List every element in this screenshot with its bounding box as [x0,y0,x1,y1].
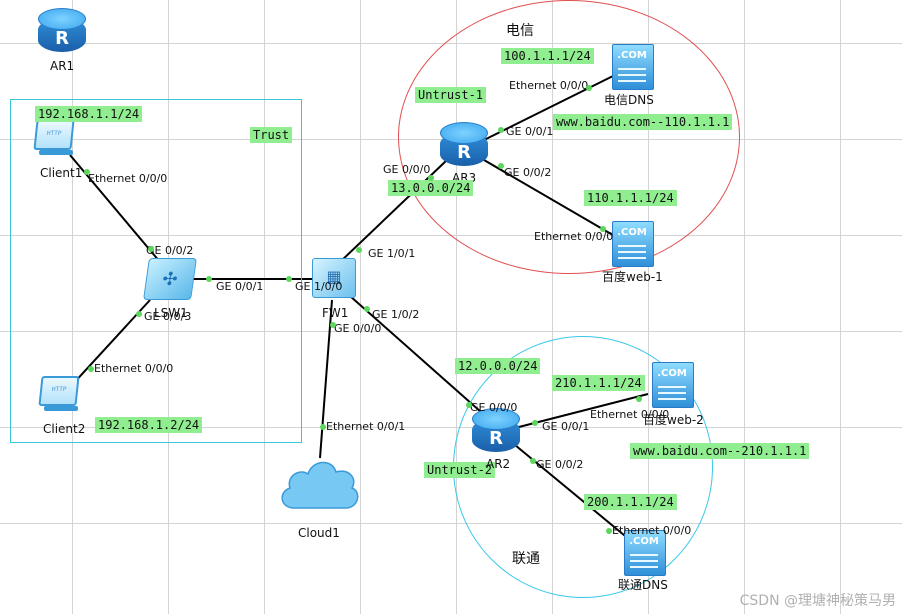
port-dns-unicom-eth: Ethernet 0/0/0 [612,524,692,537]
port-dot [600,226,606,232]
baidu-unicom-tag: www.baidu.com--210.1.1.1 [630,443,810,459]
port-web2-eth: Ethernet 0/0/0 [590,408,670,421]
unicom-zone-title: 联通 [512,551,540,567]
web2-server-icon[interactable]: .COM [652,362,694,408]
port-dot [136,311,142,317]
port-client1-eth: Ethernet 0/0/0 [88,172,168,185]
port-dot [532,420,538,426]
dns-telecom-label: 电信DNS [604,93,654,107]
port-fw-ge000: GE 0/0/0 [334,322,382,335]
cloud1-label: Cloud1 [298,526,340,540]
watermark: CSDN @理塘神秘策马男 [739,593,896,609]
port-client2-eth: Ethernet 0/0/0 [94,362,174,375]
port-dot [636,396,642,402]
web1-label: 百度web-1 [602,270,663,284]
lsw1-switch-icon[interactable]: ✣ [143,258,197,300]
port-dot [586,85,592,91]
port-ar2-ge002: GE 0/0/2 [536,458,584,471]
port-dot [498,127,504,133]
dns-unicom-server-icon[interactable]: .COM [624,530,666,576]
client1-pc-icon[interactable]: HTTP [33,120,75,156]
dns-unicom-label: 联通DNS [618,578,668,592]
router-ar1-icon[interactable]: R [38,8,86,54]
client2-pc-icon[interactable]: HTTP [38,376,80,412]
port-ar3-ge000: GE 0/0/0 [383,163,431,176]
port-ar3-ge001: GE 0/0/1 [506,125,554,138]
port-lsw-ge002: GE 0/0/2 [146,244,194,257]
port-web1-eth: Ethernet 0/0/0 [534,230,614,243]
client2-ip-tag: 192.168.1.2/24 [95,417,203,433]
client1-ip-tag: 192.168.1.1/24 [35,106,143,122]
baidu-telecom-tag: www.baidu.com--110.1.1.1 [553,114,733,130]
port-dot [428,175,434,181]
untrust1-zone-label: Untrust-1 [415,87,487,103]
port-dns-telecom-eth: Ethernet 0/0/0 [509,79,589,92]
port-lsw-ge003: GE 0/0/3 [144,310,192,323]
web2-ip-tag: 210.1.1.1/24 [552,375,645,391]
port-dot [88,366,94,372]
client1-label: Client1 [40,166,83,180]
port-dot [148,246,154,252]
cloud1-icon[interactable] [276,448,362,516]
port-dot [320,424,326,430]
port-dot [206,276,212,282]
port-dot [364,306,370,312]
dns-telecom-server-icon[interactable]: .COM [612,44,654,90]
port-ar2-ge000: GE 0/0/0 [470,401,518,414]
port-dot [356,247,362,253]
port-dot [498,163,504,169]
trust-zone [10,99,302,443]
web2-label: 百度web-2 [643,413,704,427]
link-fw1-ar2 [349,295,482,413]
port-fw-ge100: GE 1/0/0 [295,280,343,293]
untrust2-zone-label: Untrust-2 [424,462,496,478]
router-ar3-icon[interactable]: R [440,122,488,168]
net12-tag: 12.0.0.0/24 [455,358,541,374]
port-ar3-ge002: GE 0/0/2 [504,166,552,179]
web1-ip-tag: 110.1.1.1/24 [584,190,677,206]
port-dot [84,169,90,175]
telecom-zone-title: 电信 [506,23,534,39]
ar1-label: AR1 [50,59,75,73]
port-dot [530,458,536,464]
client2-label: Client2 [43,422,86,436]
port-cloud-eth: Ethernet 0/0/1 [326,420,406,433]
router-ar2-icon[interactable]: R [472,408,520,454]
telecom-zone [398,0,740,274]
dns-telecom-ip-tag: 100.1.1.1/24 [501,48,594,64]
net13-tag: 13.0.0.0/24 [388,180,474,196]
port-dot [466,402,472,408]
port-dot [606,528,612,534]
fw1-label: FW1 [322,306,349,320]
port-lsw-ge001: GE 0/0/1 [216,280,264,293]
dns-unicom-ip-tag: 200.1.1.1/24 [584,494,677,510]
web1-server-icon[interactable]: .COM [612,221,654,267]
port-dot [286,276,292,282]
fw1-firewall-icon[interactable]: ▦ [312,258,356,298]
port-fw-ge102: GE 1/0/2 [372,308,420,321]
trust-zone-label: Trust [250,127,293,143]
ar2-label: AR2 [486,457,511,471]
port-ar2-ge001: GE 0/0/1 [542,420,590,433]
lsw1-label: LSW1 [154,306,188,320]
port-fw-ge101: GE 1/0/1 [368,247,416,260]
port-dot [330,322,336,328]
